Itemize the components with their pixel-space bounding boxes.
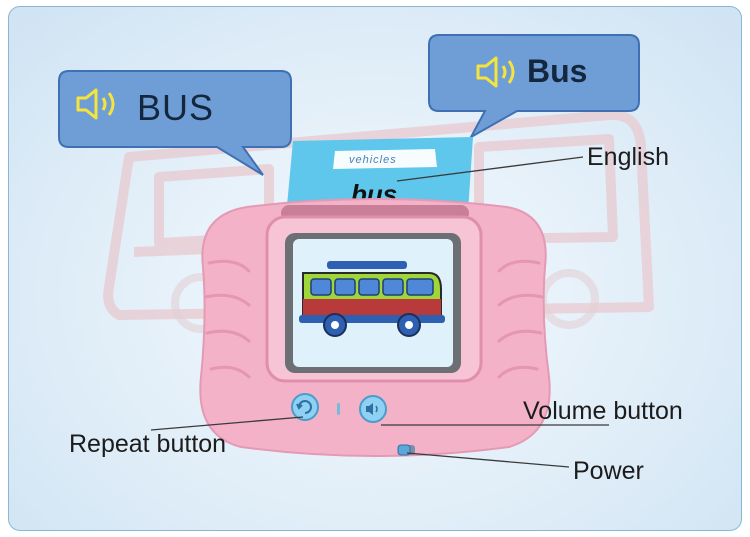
indicator-light [337,403,340,415]
power-switch[interactable] [397,443,411,457]
speech-bubble-right [428,34,640,140]
bubble-right-text: Bus [527,53,588,89]
repeat-button[interactable] [290,392,320,422]
callout-lines [150,156,609,468]
callout-english: English [587,143,669,171]
callout-volume-button: Volume button [523,397,683,425]
speaker-icon [76,88,115,120]
card-category-label: vehicles [349,154,397,166]
product-frame: BUS Bus vehicles bus [8,6,742,531]
speaker-icon [476,56,515,88]
bubble-left-text: BUS [137,87,215,128]
speech-bubble-left [58,70,292,176]
callout-repeat-button: Repeat button [69,430,227,458]
volume-button[interactable] [358,394,388,424]
bus-illustration [299,261,445,337]
callout-power: Power [573,457,644,485]
